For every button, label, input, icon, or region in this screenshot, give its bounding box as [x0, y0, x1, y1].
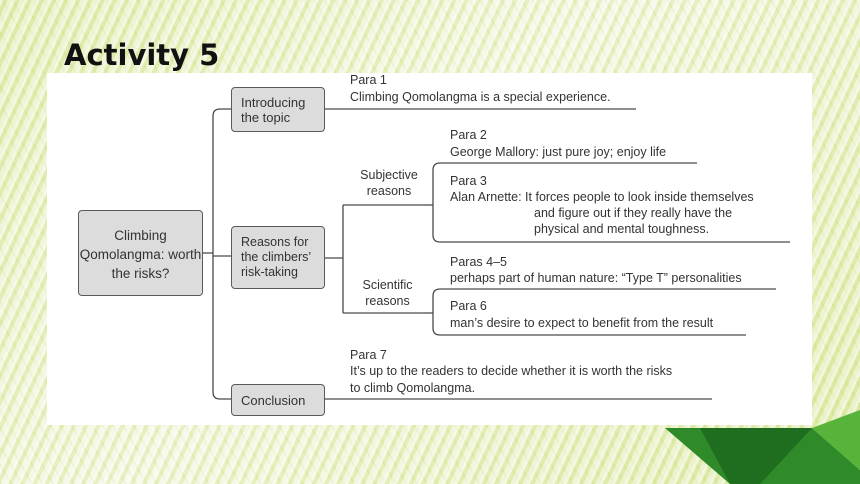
reasons-node: Reasons for the climbers’ risk-taking	[231, 226, 325, 289]
para2-label: Para 2	[450, 128, 487, 142]
root-node: Climbing Qomolangma: worth the risks?	[78, 210, 203, 296]
para7-text-line2: to climb Qomolangma.	[350, 381, 476, 395]
intro-para: Para 1	[350, 73, 387, 87]
reasons-label: Reasons for the climbers’ risk-taking	[241, 235, 311, 279]
para6-text: man’s desire to expect to benefit from t…	[450, 316, 714, 330]
intro-node: Introducing the topic	[231, 87, 325, 132]
conclusion-label: Conclusion	[241, 393, 306, 408]
para6-label: Para 6	[450, 299, 487, 313]
scientific-label: Scientific reasons	[362, 278, 413, 308]
para3-text-line2: and figure out if they really have the	[534, 206, 733, 220]
root-label: Climbing Qomolangma: worth the risks?	[79, 228, 202, 281]
para3-text-line3: physical and mental toughness.	[534, 222, 710, 236]
para7-text-line1: It’s up to the readers to decide whether…	[350, 364, 673, 378]
subjective-label: Subjective reasons	[360, 168, 418, 198]
activity-title: Activity 5	[64, 38, 220, 72]
para7-label: Para 7	[350, 348, 387, 362]
intro-text: Climbing Qomolangma is a special experie…	[350, 90, 611, 104]
para4-5-label: Paras 4–5	[450, 255, 507, 269]
para3-text-line1: Alan Arnette: It forces people to look i…	[450, 190, 754, 204]
intro-label: Introducing the topic	[241, 95, 306, 125]
para2-text: George Mallory: just pure joy; enjoy lif…	[450, 145, 667, 159]
para3-label: Para 3	[450, 174, 487, 188]
conclusion-node: Conclusion	[231, 384, 325, 416]
para4-5-text: perhaps part of human nature: “Type T” p…	[450, 271, 742, 285]
